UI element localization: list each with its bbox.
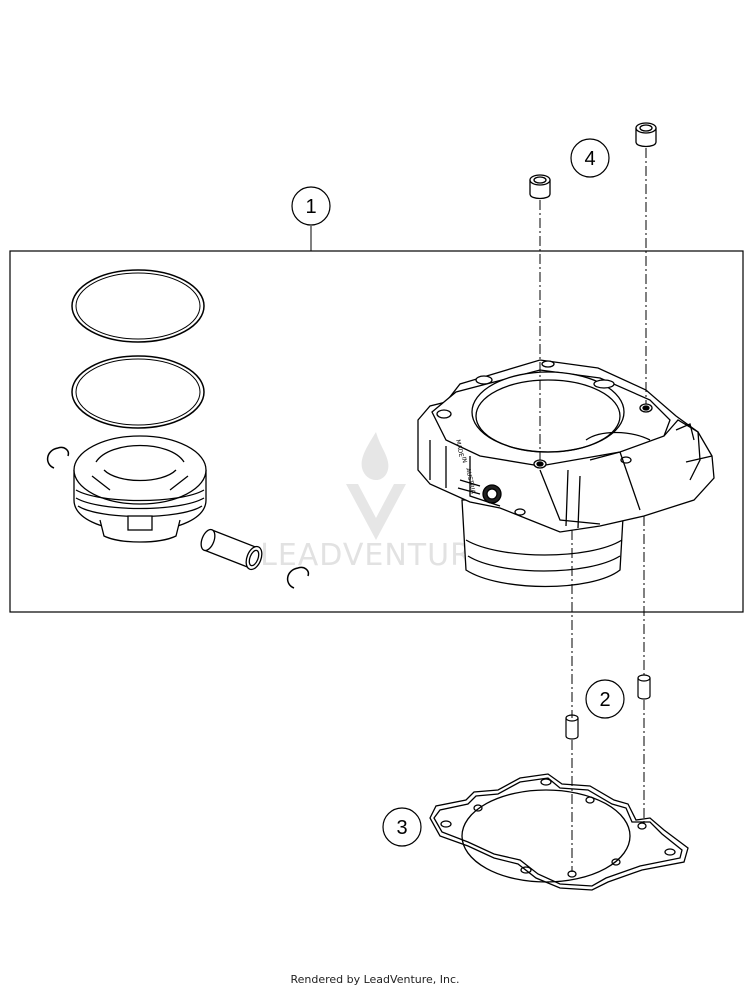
piston-ring-bottom (71, 355, 205, 429)
callout-3: 3 (382, 807, 422, 847)
circlip-left (46, 446, 70, 469)
cylinder-base-gasket (429, 773, 689, 891)
cylinder (417, 359, 715, 588)
callout-1-number: 1 (305, 196, 316, 218)
leadventure-logo-mark (346, 432, 406, 540)
callout-3-number: 3 (396, 817, 407, 839)
piston (73, 435, 207, 543)
marking-line-1: MADE (454, 439, 465, 458)
callout-2: 2 (585, 679, 625, 719)
callout-2-number: 2 (599, 689, 610, 711)
marking-line-2: IN (460, 456, 468, 464)
callout-4-number: 4 (584, 148, 595, 170)
nut-right (635, 122, 657, 148)
callout-1: 1 (291, 186, 331, 226)
callout-4: 4 (570, 138, 610, 178)
piston-pin (200, 528, 263, 571)
watermark-text: LEADVENTURE (260, 538, 492, 573)
assembly-box (9, 250, 744, 613)
dowel-pin-left (565, 714, 579, 740)
nut-left (529, 174, 551, 200)
footer-credit: Rendered by LeadVenture, Inc. (290, 973, 460, 986)
piston-ring-top (71, 269, 205, 343)
assembly-lines (539, 148, 647, 872)
dowel-pin-right (637, 674, 651, 700)
circlip-right (286, 566, 310, 589)
